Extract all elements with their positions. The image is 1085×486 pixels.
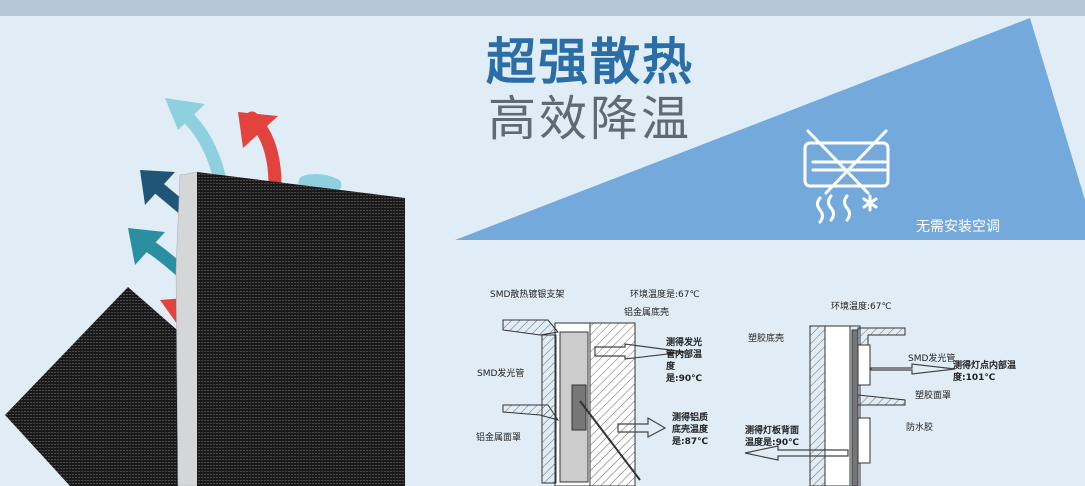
label-aluminum-mask: 铝金属面罩 <box>476 433 522 443</box>
diagram-left-drawing <box>502 319 641 486</box>
label-plastic-mask: 塑胶面罩 <box>915 391 952 401</box>
label-plastic-shell: 塑胶底壳 <box>748 334 785 344</box>
top-band <box>0 0 1085 16</box>
blue-triangle <box>455 18 1085 240</box>
label-board-back-temp: 测得灯板背面温度是:90℃ <box>745 426 800 448</box>
label-led-internal-temp-right: 测得灯点内部温度:101℃ <box>953 361 1017 383</box>
label-smd-bracket: SMD散热镀银支架 <box>490 290 565 300</box>
headline-main: 超强散热 <box>486 33 694 91</box>
label-aluminum-shell: 铝金属底壳 <box>624 308 670 318</box>
led-cabinet <box>197 172 405 486</box>
label-smd-led-left: SMD发光管 <box>477 369 525 379</box>
label-led-internal-temp-left: 测得发光管内部温度是:90℃ <box>666 338 703 384</box>
arrow-light-2 <box>298 174 342 192</box>
led-module-tilted <box>5 287 200 486</box>
no-ac-label: 无需安装空调 <box>916 219 1000 235</box>
cabinet-frame <box>175 171 199 486</box>
label-ambient-temp-right: 环境温度:67℃ <box>831 302 892 312</box>
label-smd-led-right: SMD发光管 <box>908 354 956 364</box>
label-ambient-temp-left: 环境温度是:67℃ <box>630 290 700 300</box>
headline-sub: 高效降温 <box>488 91 693 147</box>
no-air-conditioner-icon <box>803 129 890 224</box>
label-shell-temp-left: 测得铝质底壳温度是:87℃ <box>672 413 709 447</box>
label-waterproof-glue: 防水胶 <box>906 423 934 433</box>
diagram-right-drawing <box>809 325 906 486</box>
